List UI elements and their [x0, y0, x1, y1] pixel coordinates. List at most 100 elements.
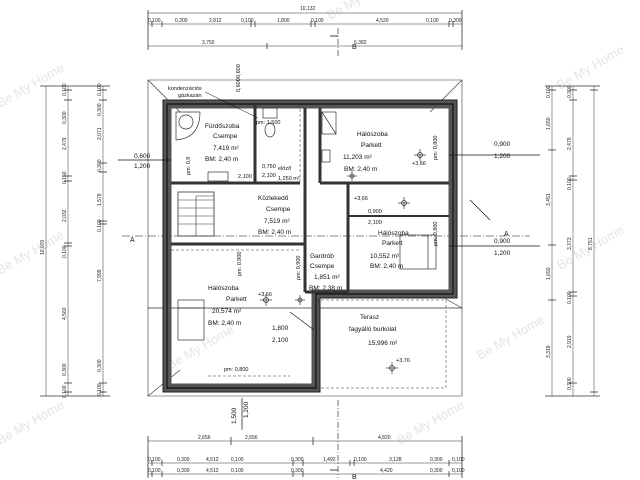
room-height: BM: 2,40 m [208, 320, 241, 327]
dim-right2-6: 2,919 [567, 335, 573, 348]
dim-left2-3: 2,071 [97, 127, 103, 140]
room-name: Hálószoba [378, 230, 409, 237]
dim-bottom3-8: 0,100 [452, 468, 465, 474]
section-label-a: A [130, 237, 135, 244]
watermark: Be My Home [0, 60, 67, 111]
room-name: Fürdőszoba [205, 123, 240, 130]
room-height: BM: 2,40 m [205, 156, 238, 163]
window-size: 1,200 [494, 153, 511, 160]
room-name: Közlekedő [258, 195, 289, 202]
dim-bottom-c: 4,820 [378, 435, 391, 441]
dim-right2-4: 3,373 [567, 237, 573, 250]
room-area: 7,419 m² [213, 145, 239, 152]
room-wardrobe: Gardrób Csempe 1,851 m² BM: 2,38 m [309, 253, 342, 292]
dim-right-overall: 8,751 [588, 237, 594, 250]
dim-left2-9: 0,100 [97, 383, 103, 396]
section-label-b: B [352, 44, 357, 51]
room-hall: Közlekedő Csempe 7,519 m² BM: 2,40 m [258, 195, 291, 236]
dim-right2-7: 0,300 [567, 377, 573, 390]
section-b-bottom: B [330, 400, 357, 480]
dim-left2-7: 7,999 [97, 269, 103, 282]
dim-top-3: 2,812 [209, 18, 222, 24]
dim-left2-6: 0,100 [97, 219, 103, 232]
dim-left1-6: 0,100 [62, 245, 68, 258]
right-dimension-chains [545, 85, 600, 397]
section-a-line: A A [122, 231, 530, 244]
level-marker-icon [295, 295, 305, 305]
room-floor: Csempe [310, 263, 335, 270]
room-name: Gardrób [310, 253, 334, 260]
room-height: BM: 2,40 m [258, 229, 291, 236]
washbasin-icon [207, 171, 229, 182]
door-size: 1,800 [272, 325, 289, 332]
pm-right-label: pm: 0,800 [433, 222, 439, 246]
window-size: 0,600 [134, 153, 151, 160]
dim-bottom3-3: 4,512 [206, 468, 219, 474]
toilet-icon [264, 122, 276, 138]
watermark: Be My Home [0, 397, 67, 448]
dim-left1-1: 0,100 [62, 83, 68, 96]
door-size: 2,100 [272, 337, 289, 344]
dim-left1-8: 0,300 [62, 363, 68, 376]
window-size: 1,200 [134, 163, 151, 170]
room-area: 1,851 m² [314, 274, 340, 281]
level-label: +3,76 [396, 358, 410, 364]
dim-right2-2: 2,479 [567, 137, 573, 150]
bathtub-icon [175, 111, 201, 141]
bottom-dimension-chains [147, 436, 463, 478]
dim-top-7: 4,520 [376, 18, 389, 24]
window-size: 1,200 [494, 250, 511, 257]
level-marker-icon [414, 149, 426, 161]
dim-left1-3: 2,479 [62, 137, 68, 150]
dim-bottom-a: 2,656 [198, 435, 211, 441]
level-label: +3,66 [258, 292, 272, 298]
dim-overall-top: 10,132 [300, 6, 316, 12]
window-size: 1,200 [243, 401, 250, 418]
dim-left1-2: 0,300 [62, 111, 68, 124]
dim-top-9: 0,300 [449, 18, 462, 24]
door-size: 0,750 [262, 164, 276, 170]
small-label: elöző [278, 166, 291, 172]
small-label: 2,100 [238, 174, 252, 180]
room-name: Terasz [360, 314, 379, 321]
door-size: 2,100 [368, 220, 382, 226]
dim-bottom3-4: 0,100 [231, 468, 244, 474]
top-dimension-chains [147, 10, 463, 50]
dim-bottom3-2: 0,300 [177, 468, 190, 474]
dim-left1-7: 4,560 [62, 307, 68, 320]
dim-right1-1: 0,100 [546, 85, 552, 98]
dim-bottom2-10: 0,100 [452, 457, 465, 463]
fixtures [175, 107, 437, 341]
dim-bottom2-5: 0,300 [291, 457, 304, 463]
room-floor: Csempe [266, 206, 291, 213]
dim-bottom2-9: 0,300 [430, 457, 443, 463]
shaft-label: pm: 1,500 [256, 120, 280, 126]
level-label: +3,66 [412, 161, 426, 167]
pm-bath-label: pm: 0,9 [186, 157, 192, 175]
dim-bottom3-1: 0,100 [148, 468, 161, 474]
dim-bottom-b: 2,656 [245, 435, 258, 441]
dim-top-4: 0,100 [241, 18, 254, 24]
boiler-label: gázkazán [178, 93, 202, 99]
door-size: 0,900 [368, 209, 382, 215]
room-floor: Csempe [213, 133, 238, 140]
dim-top-right-span: 6,382 [354, 40, 367, 46]
room-name: Hálószoba [357, 131, 388, 138]
dim-left1-4: 0,150 [62, 171, 68, 184]
dim-left2-2: 0,300 [97, 103, 103, 116]
dim-left2-1: 0,100 [97, 83, 103, 96]
dim-bottom3-6: 4,420 [380, 468, 393, 474]
dim-bottom2-6: 1,492 [323, 457, 336, 463]
window-size: 1,500 [231, 407, 238, 424]
room-bedroom-e: Hálószoba Parkett 10,552 m² BM: 2,40 m [370, 230, 409, 270]
dim-bottom2-8: 3,128 [389, 457, 402, 463]
dim-bottom2-3: 4,512 [206, 457, 219, 463]
dim-right1-2: 1,650 [546, 117, 552, 130]
dim-right1-3: 3,451 [546, 193, 552, 206]
room-area: 15,996 m² [368, 340, 398, 347]
room-floor: Parkett [361, 142, 382, 149]
window-size: 0,900 [494, 238, 511, 245]
room-area: 10,552 m² [370, 253, 400, 260]
room-name: Hálószoba [208, 285, 239, 292]
section-label-a: A [504, 231, 509, 238]
